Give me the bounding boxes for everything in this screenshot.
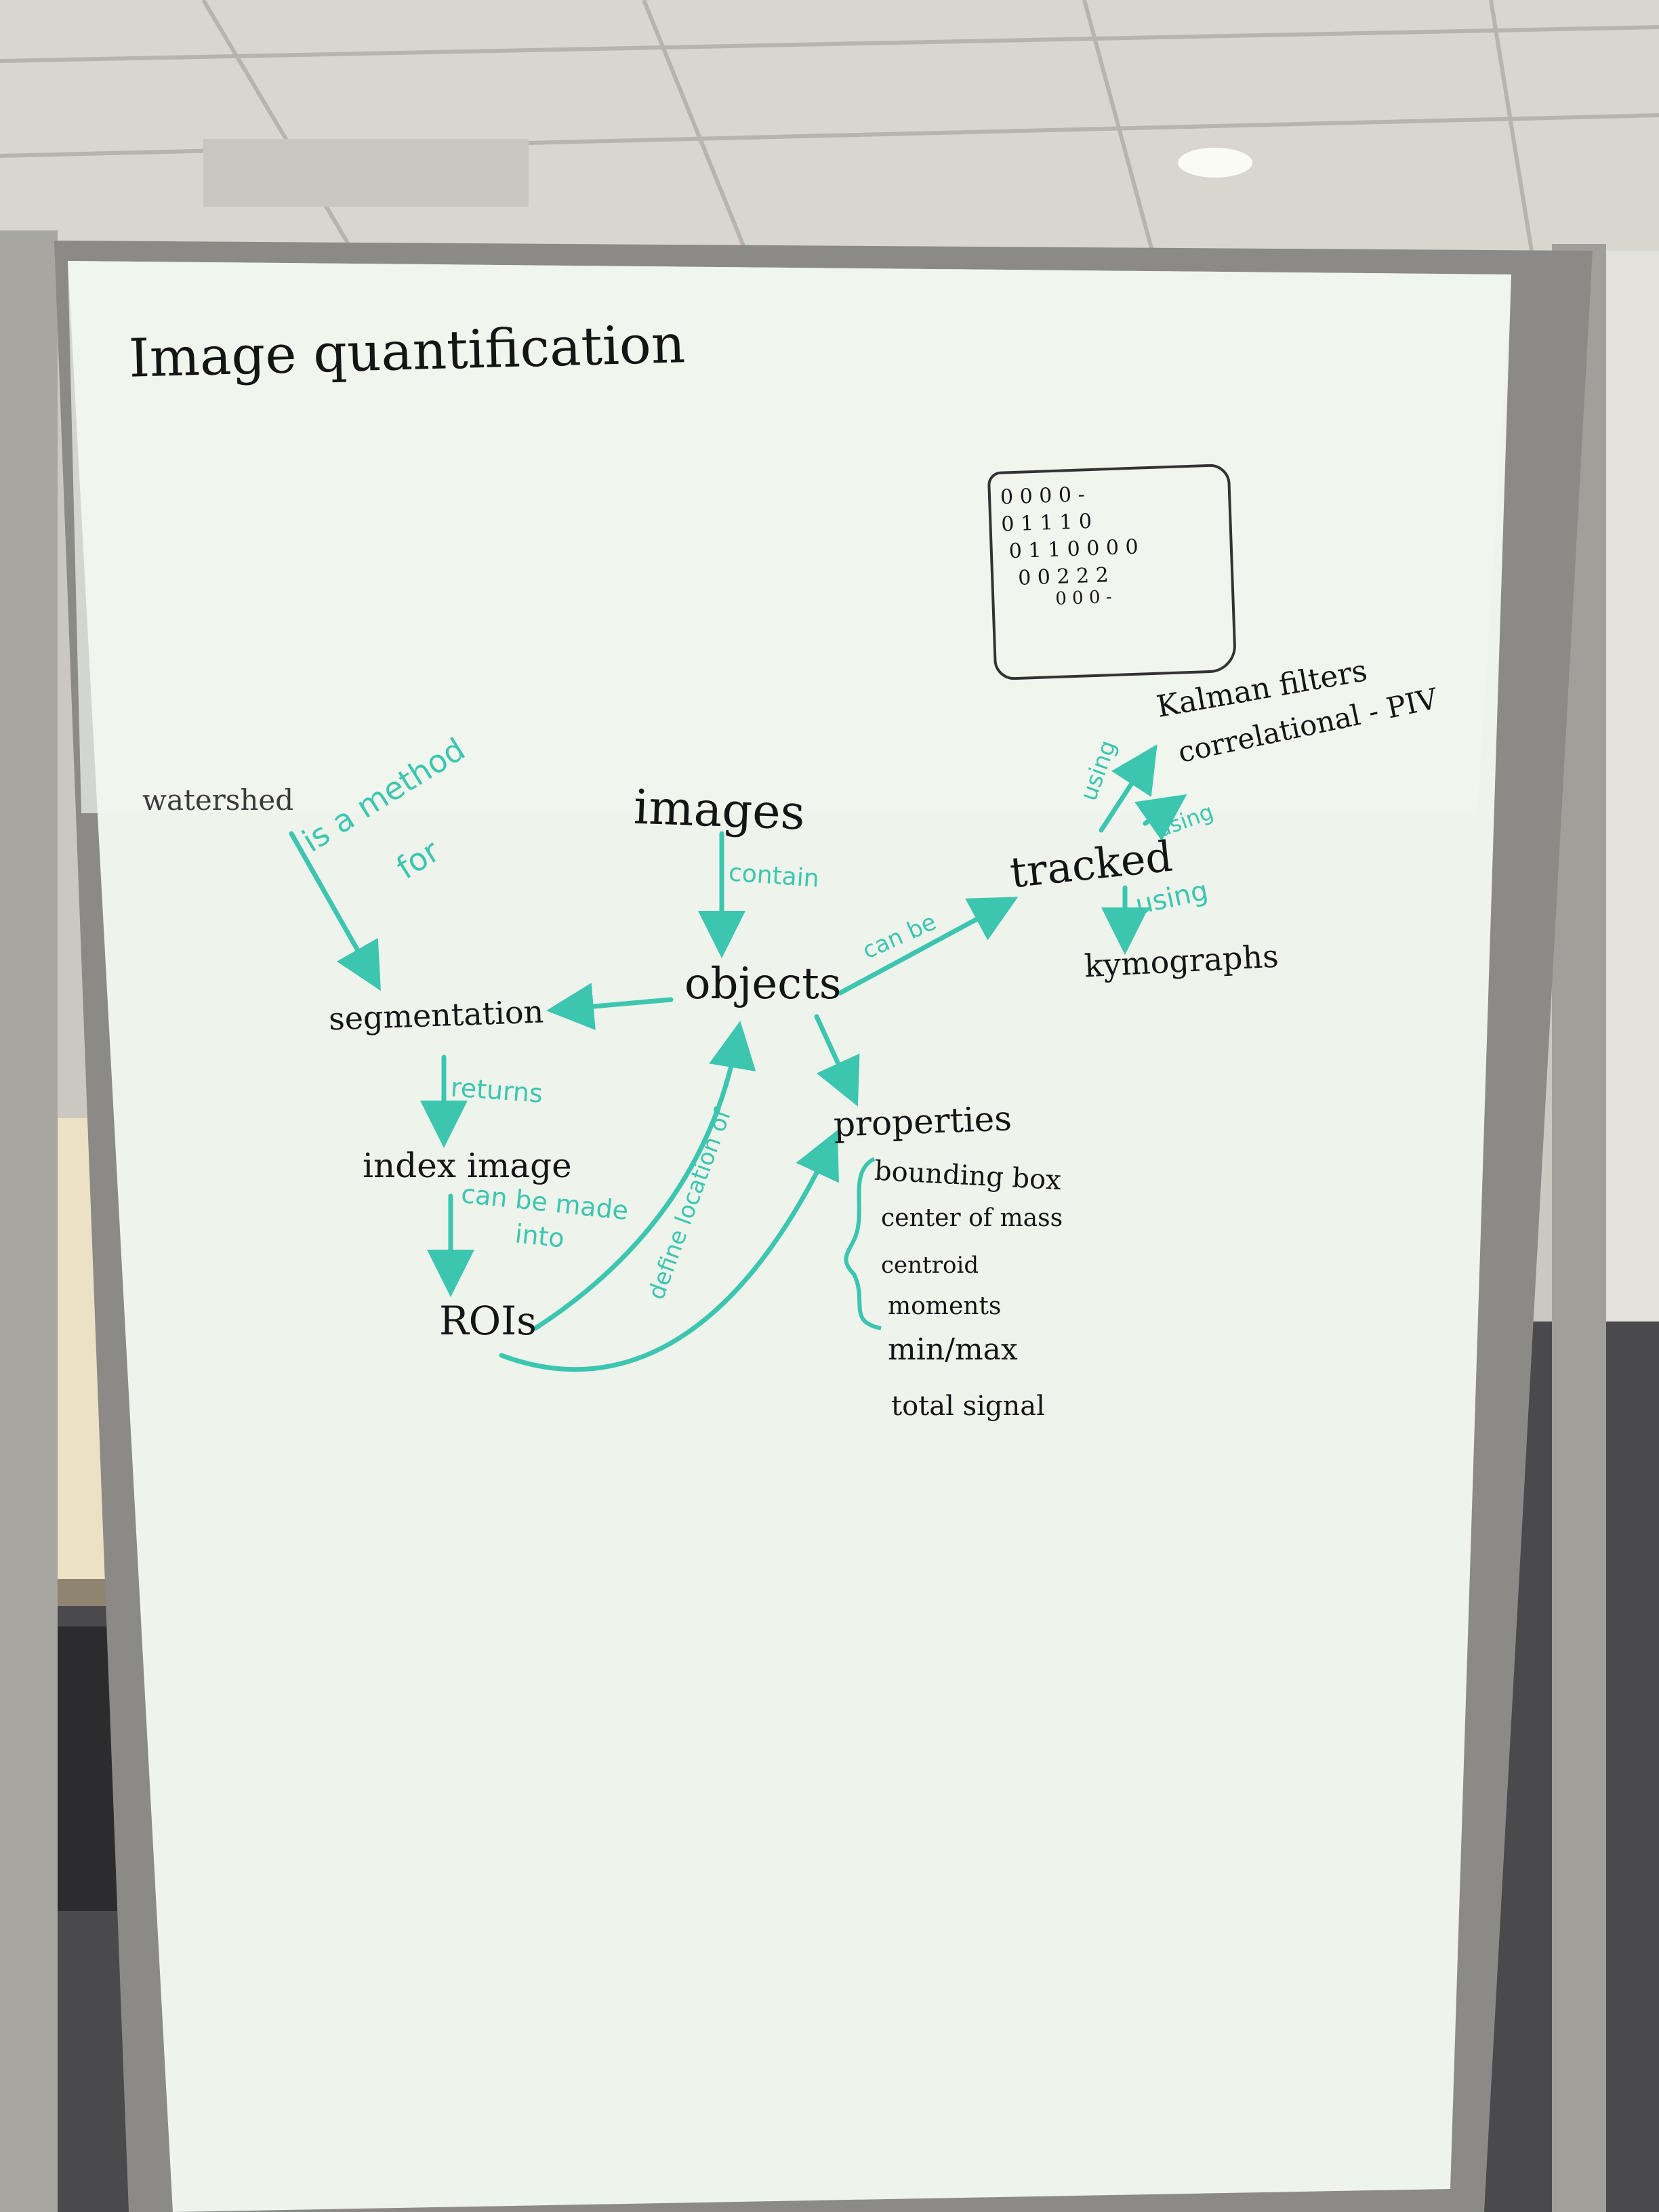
arrow-objects-properties: [814, 1014, 860, 1107]
arrow-watershed-segmentation: [289, 831, 381, 991]
property-item: total signal: [891, 1391, 1045, 1422]
node-index-image: index image: [363, 1146, 572, 1185]
property-item: centroid: [881, 1252, 979, 1279]
arrow-objects-segmentation: [546, 983, 674, 1030]
node-images: images: [632, 779, 806, 841]
node-rois: ROIs: [439, 1298, 537, 1344]
node-segmentation: segmentation: [328, 993, 545, 1038]
node-objects: objects: [684, 959, 842, 1009]
node-kymographs: kymographs: [1083, 937, 1279, 985]
edge-label-contain: contain: [727, 859, 820, 893]
property-item: min/max: [888, 1332, 1018, 1367]
arrow-rois-objects: [533, 1021, 756, 1331]
arrow-tracked-correlational: [1134, 794, 1187, 841]
arrow-tracked-kalman: [1099, 744, 1158, 833]
edge-label-returns: returns: [449, 1072, 544, 1109]
property-item: moments: [888, 1292, 1002, 1320]
arrow-objects-tracked: [838, 897, 1019, 996]
node-watershed: watershed: [142, 783, 294, 817]
node-properties: properties: [833, 1099, 1012, 1145]
properties-brace: [844, 1157, 882, 1330]
property-item: center of mass: [881, 1204, 1063, 1232]
arrow-rois-properties: [499, 1130, 839, 1372]
edge-label-into: into: [513, 1218, 566, 1254]
